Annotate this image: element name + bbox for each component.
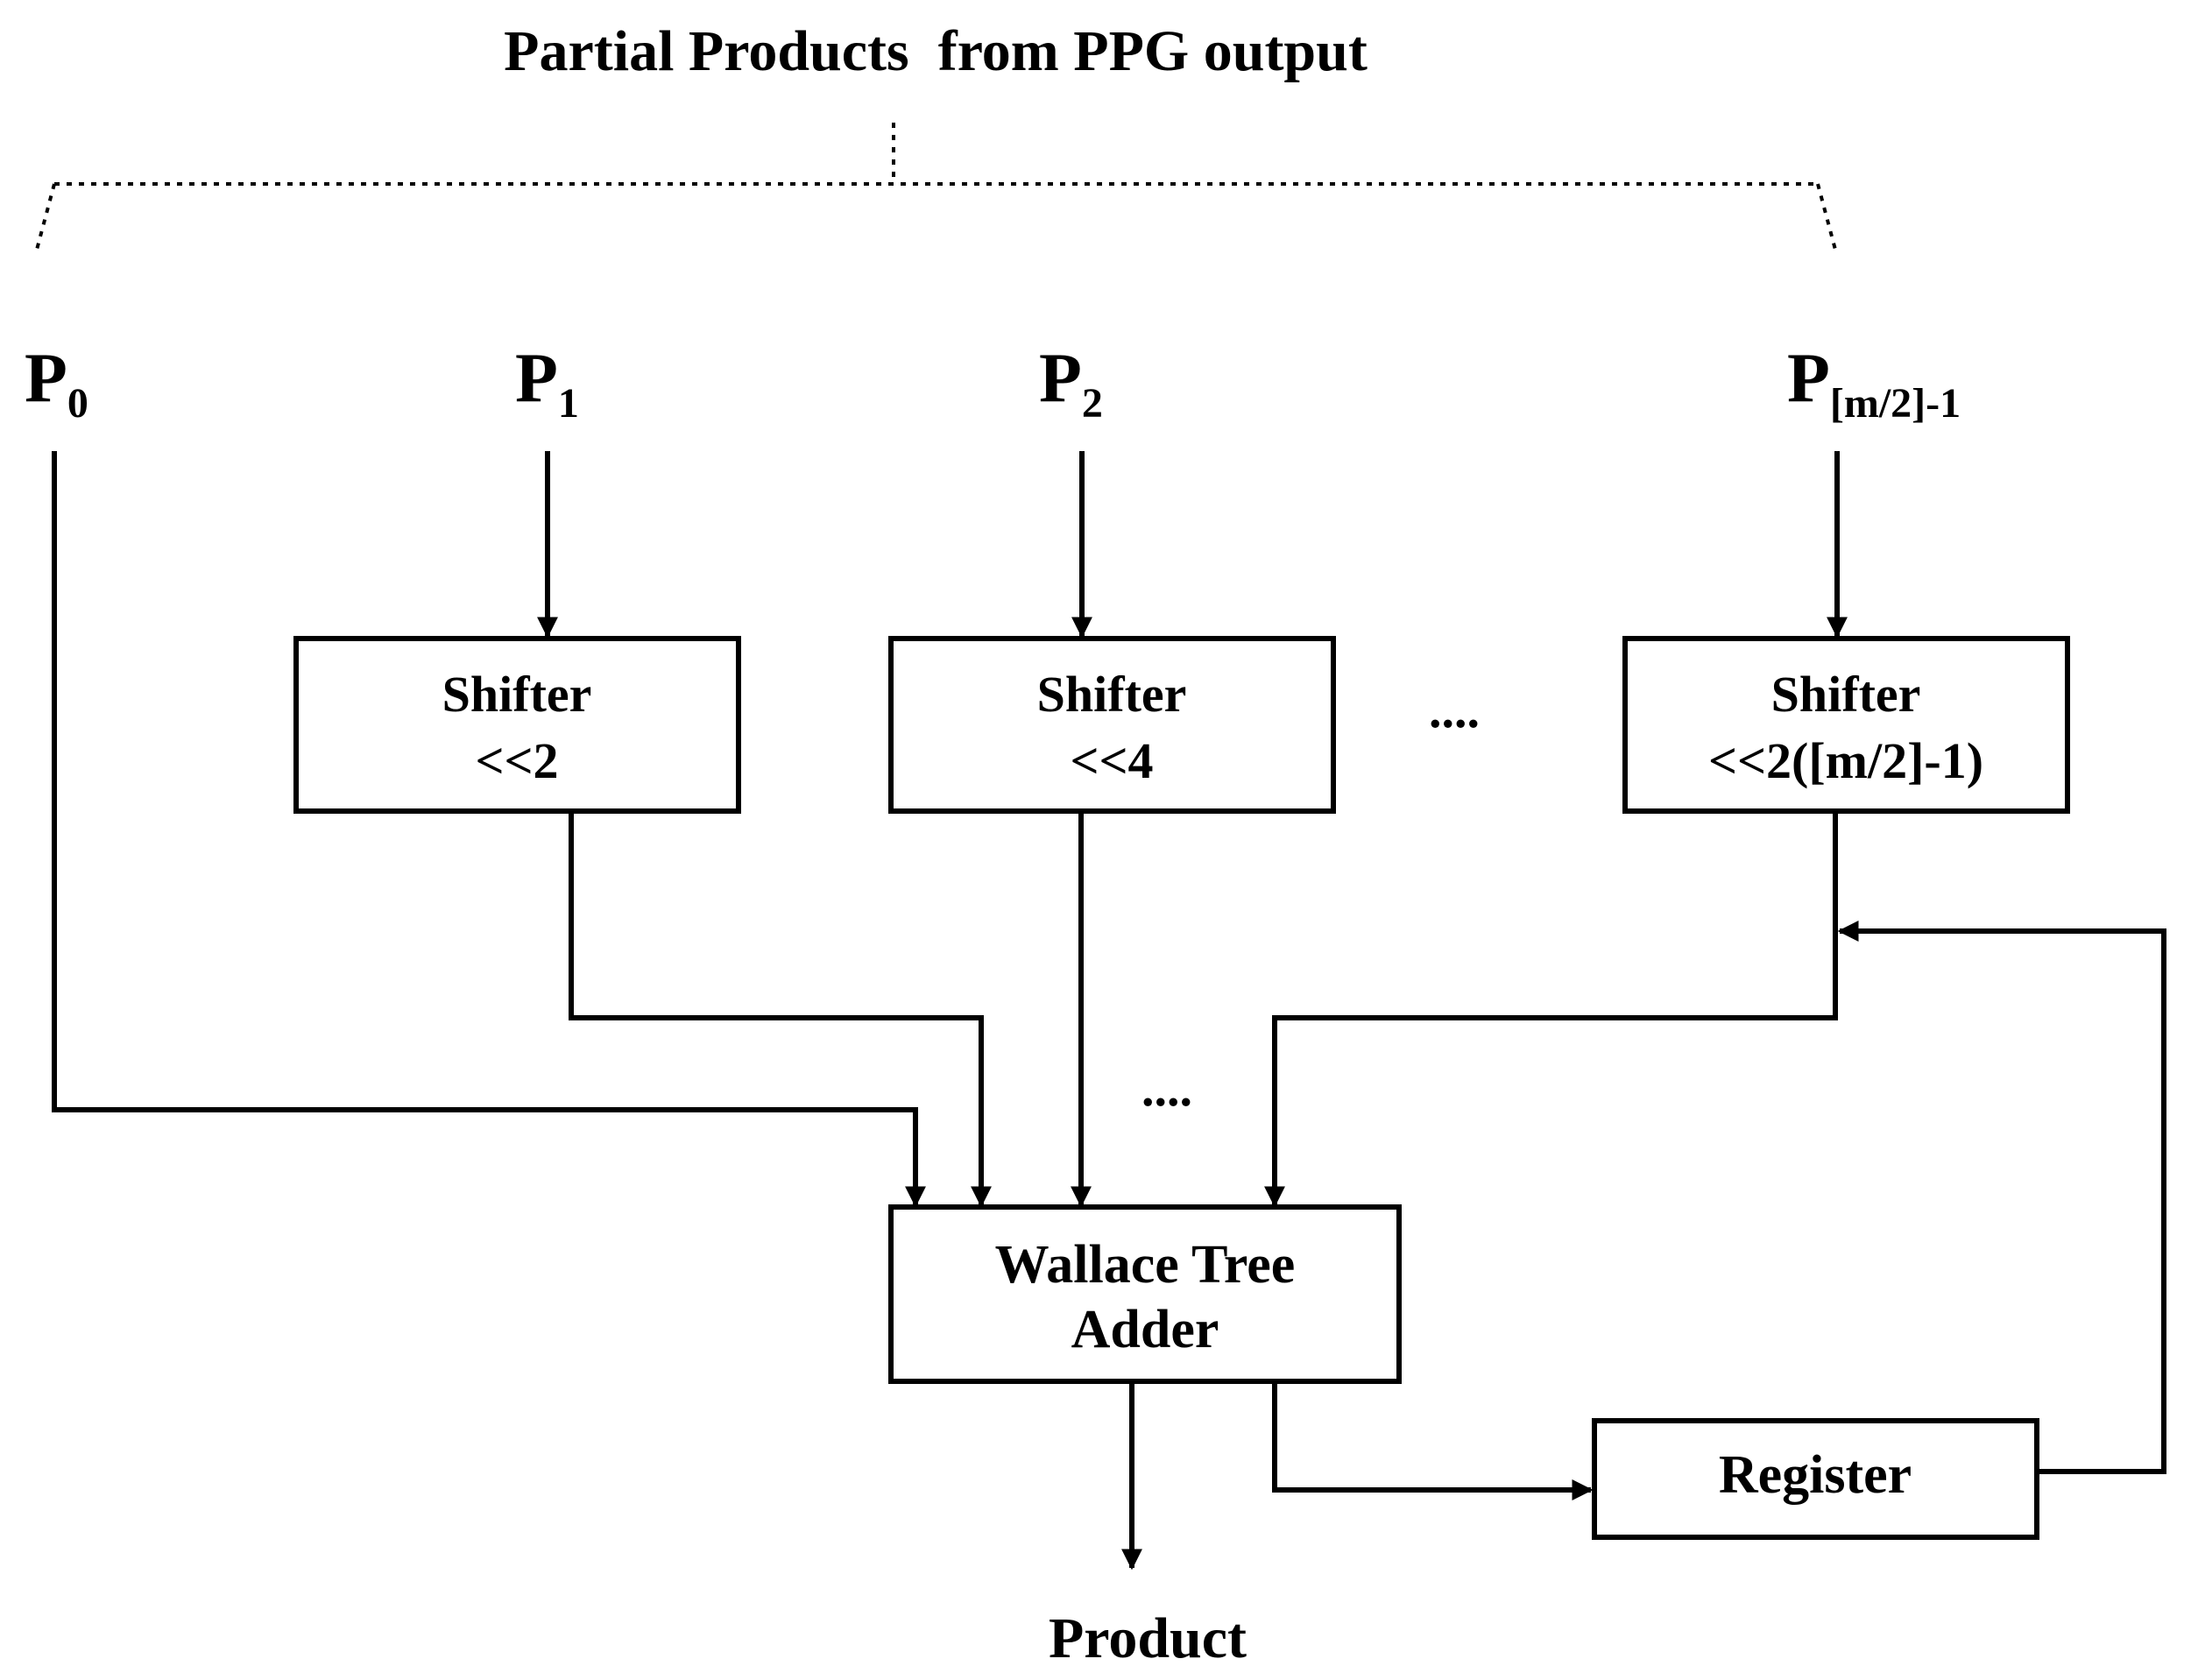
shifter-2-title: Shifter (1037, 666, 1187, 723)
shifter-3-title: Shifter (1771, 666, 1921, 723)
register-block: Register (1592, 1418, 2039, 1540)
adder-title-line2: Adder (1071, 1300, 1219, 1359)
shifter-3-amount: <<2([m/2]-1) (1708, 732, 1983, 789)
register-label: Register (1719, 1445, 1912, 1505)
wire-p0-to-adder (52, 451, 926, 1208)
wallace-tree-adder-block: Wallace Tree Adder (888, 1204, 1402, 1384)
product-output-label: Product (1049, 1606, 1247, 1670)
shifter-1-title: Shifter (442, 666, 592, 723)
input-label-p0: P0 (25, 340, 88, 427)
diagram-title: Partial Products from PPG output (504, 19, 1368, 83)
wire-shifter3-to-adder (1264, 811, 1838, 1208)
wire-shifter1-to-adder (569, 811, 992, 1208)
wire-ellipsis: .... (1141, 1060, 1192, 1117)
input-label-p1: P1 (515, 340, 579, 427)
shifter-block-2: Shifter <<4 (888, 636, 1336, 814)
input-label-p2: P2 (1039, 340, 1103, 427)
shifter-1-amount: <<2 (475, 732, 558, 789)
wire-register-feedback (1837, 921, 2166, 1474)
shifter-ellipsis: .... (1429, 681, 1480, 738)
input-brace (35, 123, 1837, 251)
input-label-plast: P[m/2]-1 (1787, 340, 1961, 427)
shifter-block-1: Shifter <<2 (293, 636, 741, 814)
shifter-block-3: Shifter <<2([m/2]-1) (1622, 636, 2070, 814)
wire-adder-to-register (1272, 1381, 1594, 1500)
shifter-2-amount: <<4 (1070, 732, 1153, 789)
adder-title-line1: Wallace Tree (995, 1235, 1296, 1295)
